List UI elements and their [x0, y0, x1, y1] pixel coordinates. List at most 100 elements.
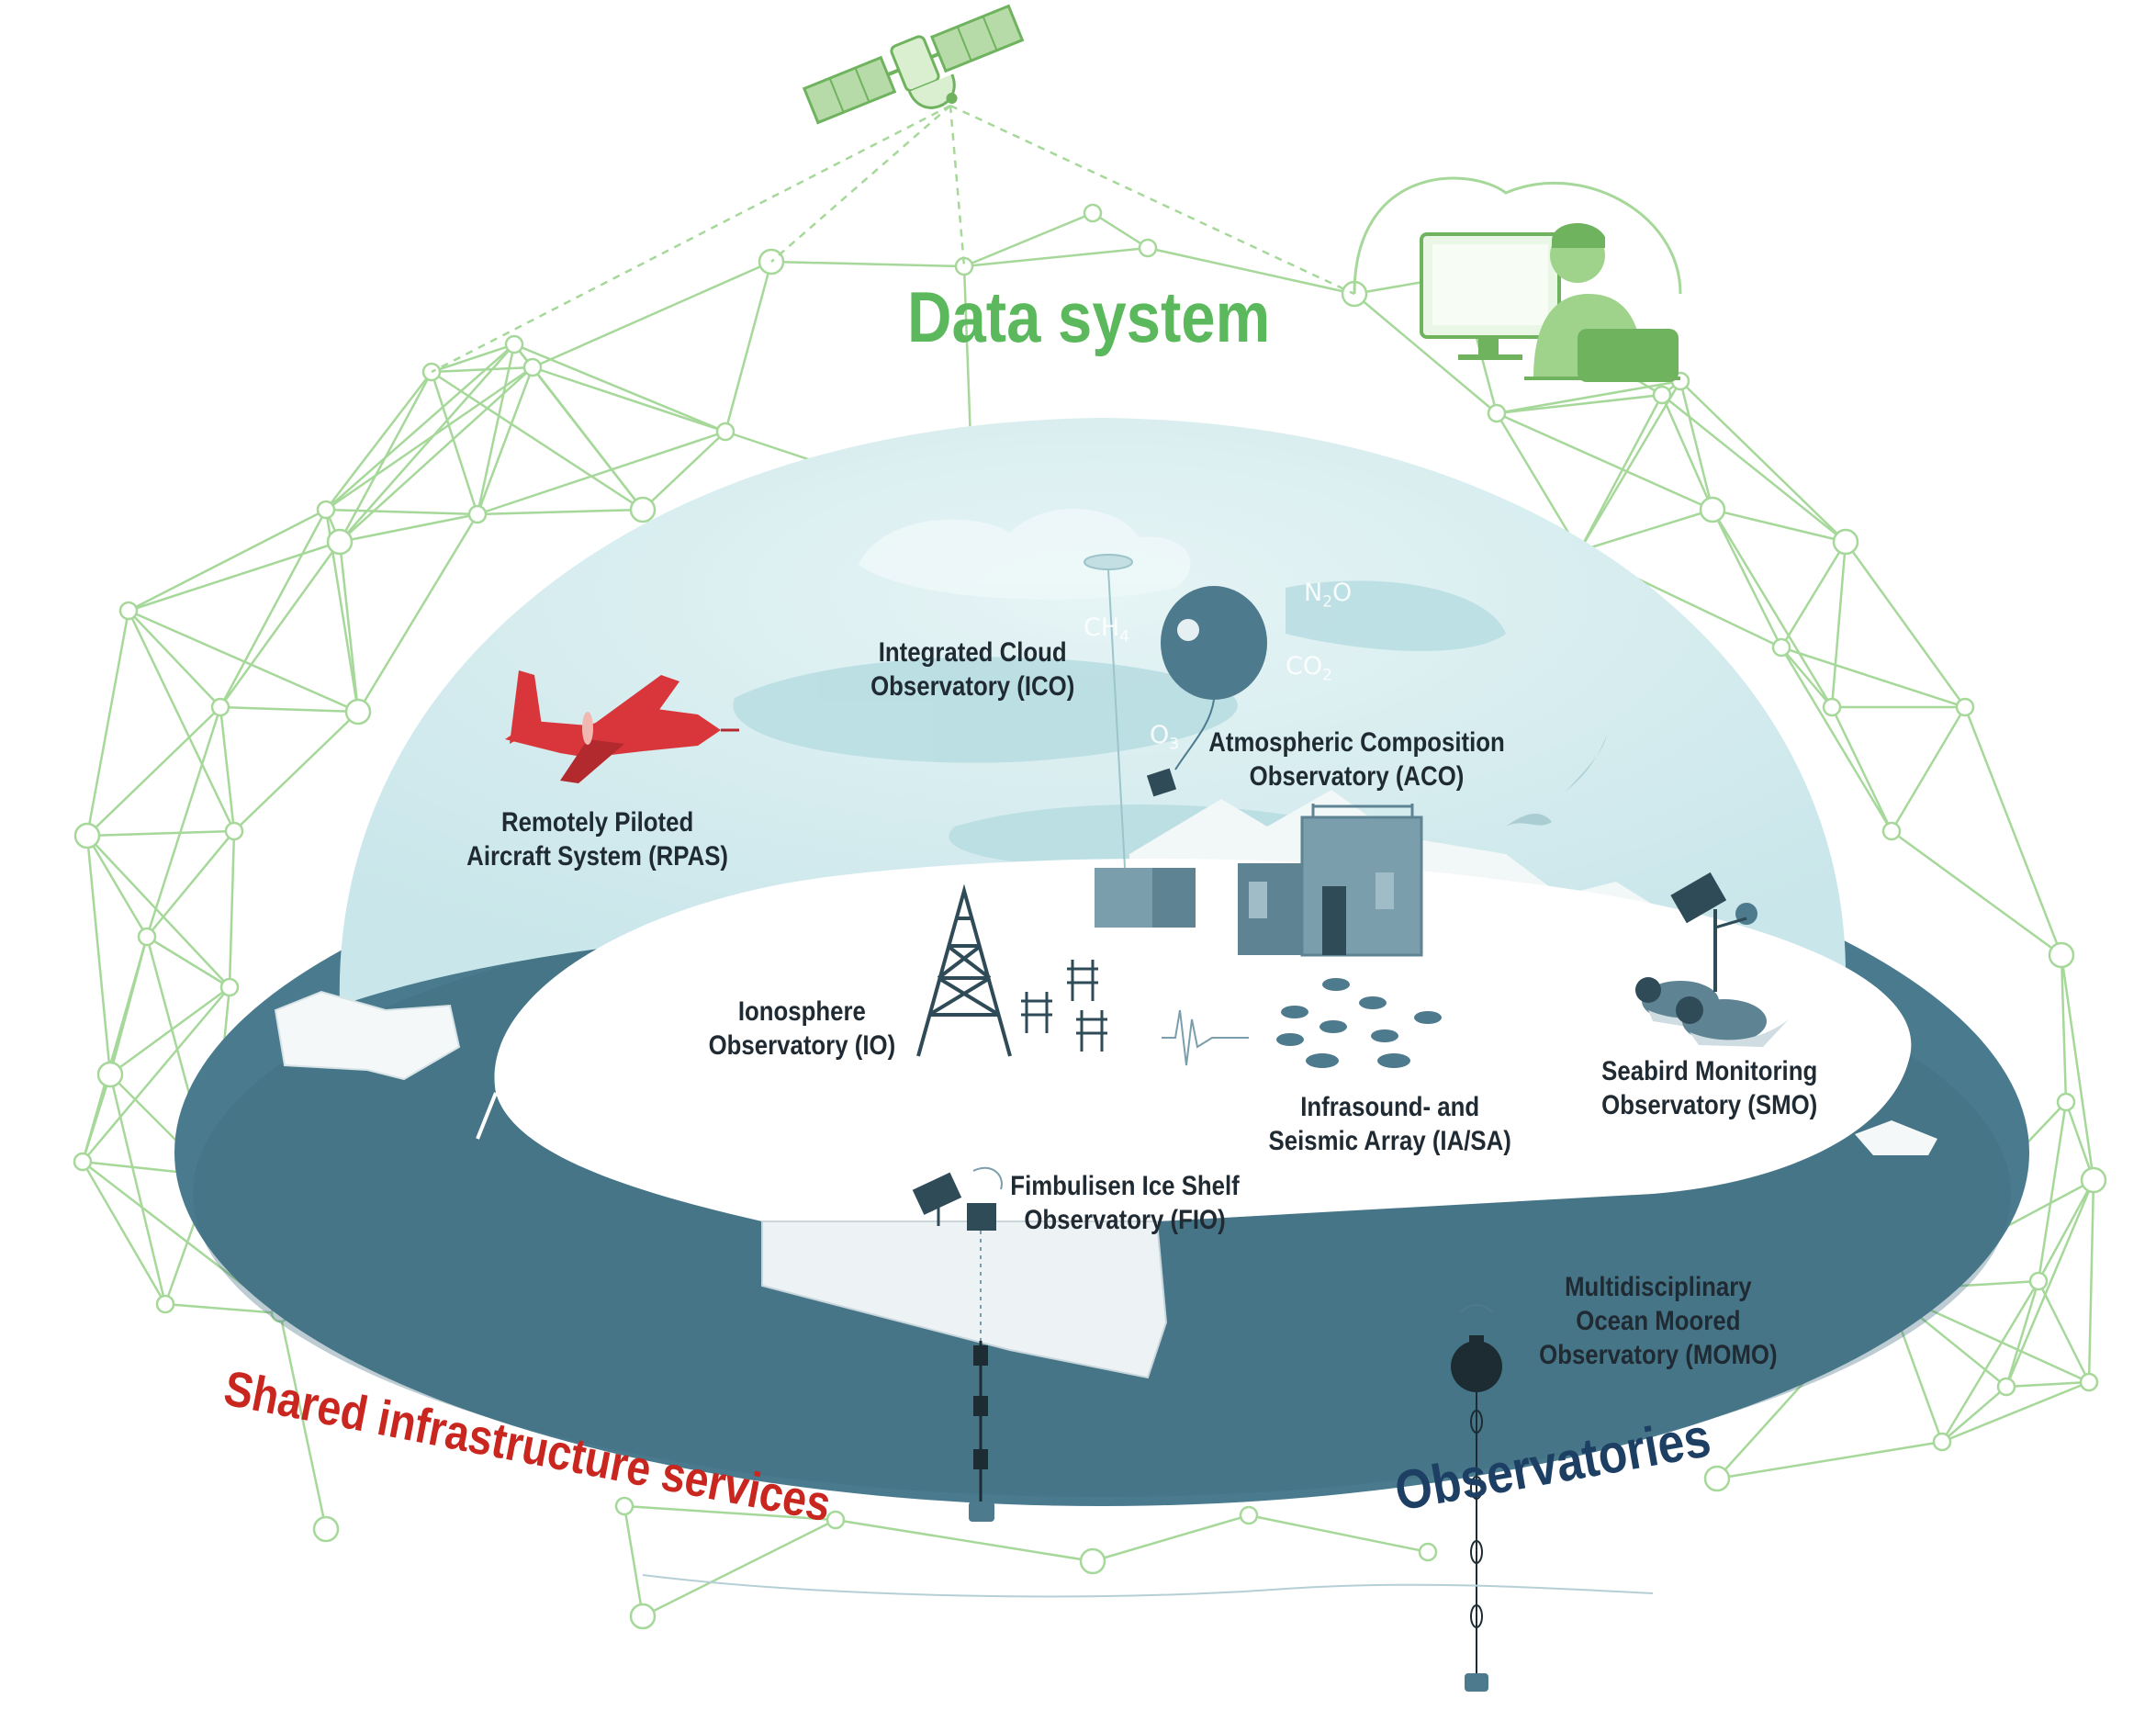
- label-aco-line2: Observatory (ACO): [1249, 761, 1465, 792]
- network-node: [326, 528, 354, 556]
- station-buildings: [1095, 804, 1423, 957]
- network-link: [145, 706, 222, 938]
- network-node: [522, 357, 543, 377]
- network-link: [431, 343, 515, 374]
- gas-ch4: CH4: [1084, 613, 1129, 646]
- network-node: [1083, 203, 1103, 223]
- label-ico-line2: Observatory (ICO): [870, 671, 1075, 702]
- network-node: [1996, 1377, 2016, 1397]
- network-link: [228, 830, 236, 988]
- label-smo-line1: Seabird Monitoring: [1601, 1056, 1818, 1086]
- seabed-line: [642, 1574, 1654, 1598]
- network-link: [81, 1161, 167, 1305]
- network-node: [1487, 403, 1507, 423]
- label-iasa: Infrasound- and Seismic Array (IA/SA): [1269, 1090, 1511, 1158]
- label-ico: Integrated Cloud Observatory (ICO): [870, 636, 1074, 703]
- label-momo-line1: Multidisciplinary: [1565, 1272, 1752, 1302]
- network-link: [532, 260, 772, 369]
- network-link: [1844, 541, 1967, 708]
- network-node: [210, 697, 230, 717]
- network-link: [1679, 380, 1847, 543]
- label-iasa-line1: Infrasound- and: [1300, 1092, 1480, 1122]
- network-node: [224, 821, 244, 841]
- network-node: [73, 822, 101, 849]
- network-link: [2037, 1179, 2095, 1282]
- radio-tower-icon: [916, 883, 1012, 1057]
- network-link: [146, 830, 235, 938]
- network-link: [770, 260, 965, 268]
- network-node: [1832, 528, 1859, 556]
- label-aco: Atmospheric Composition Observatory (ACO…: [1208, 726, 1505, 793]
- network-link: [86, 835, 230, 988]
- network-node: [219, 977, 240, 997]
- label-io-line1: Ionosphere: [737, 996, 866, 1027]
- network-link: [1660, 394, 1714, 511]
- seismic-array: [1162, 978, 1442, 1068]
- network-link: [1712, 508, 1847, 544]
- satellite-icon: [802, 4, 1025, 125]
- satellite-links: [431, 104, 1355, 374]
- network-link: [1780, 647, 1833, 708]
- network-link: [219, 705, 359, 714]
- network-link: [1679, 380, 1714, 511]
- network-node: [1418, 1542, 1438, 1562]
- network-link: [325, 343, 515, 511]
- network-node: [1932, 1432, 1952, 1452]
- network-link: [2005, 1380, 2090, 1389]
- network-link: [623, 1505, 645, 1617]
- label-rpas: Remotely Piloted Aircraft System (RPAS): [466, 805, 728, 873]
- network-link: [128, 508, 327, 613]
- label-ico-line1: Integrated Cloud: [878, 637, 1067, 668]
- network-link: [339, 343, 515, 543]
- ice-shelf-station: [912, 1166, 1003, 1341]
- cloud-radar-beam: [1084, 554, 1133, 570]
- network-link: [2060, 954, 2068, 1103]
- network-link: [233, 711, 359, 832]
- label-rpas-line1: Remotely Piloted: [500, 807, 694, 838]
- network-link: [1716, 1440, 1943, 1480]
- network-link: [2087, 1179, 2095, 1383]
- antenna-array: [1021, 960, 1107, 1052]
- label-momo: Multidisciplinary Ocean Moored Observato…: [1539, 1270, 1777, 1372]
- network-node: [344, 698, 372, 726]
- network-link: [86, 706, 221, 837]
- network-link: [477, 430, 726, 516]
- network-link: [476, 343, 516, 515]
- network-link: [532, 366, 726, 433]
- network-link: [1780, 646, 1966, 709]
- network-node: [1699, 496, 1726, 523]
- network-node: [1822, 697, 1842, 717]
- network-link: [2064, 1101, 2095, 1181]
- network-node: [96, 1061, 124, 1088]
- network-link: [1248, 1513, 1429, 1554]
- network-link: [2037, 1280, 2091, 1383]
- network-link: [1496, 379, 1681, 415]
- network-node: [1771, 637, 1791, 658]
- gas-n2o: N2O: [1304, 579, 1352, 611]
- network-link: [219, 509, 328, 708]
- gas-ch4-base: CH: [1084, 613, 1120, 642]
- network-link: [127, 610, 236, 832]
- network-node: [2056, 1092, 2076, 1112]
- network-link: [1578, 508, 1713, 553]
- network-link: [356, 513, 479, 713]
- network-link: [1496, 393, 1663, 415]
- network-link: [476, 366, 534, 515]
- network-link: [963, 246, 1149, 268]
- network-link: [1661, 394, 1847, 543]
- label-smo-line2: Observatory (SMO): [1601, 1090, 1818, 1120]
- network-link: [2037, 1101, 2068, 1282]
- network-link: [338, 541, 360, 713]
- network-link: [325, 371, 432, 511]
- network-link: [513, 343, 726, 433]
- label-momo-line3: Observatory (MOMO): [1539, 1340, 1778, 1370]
- network-link: [1891, 829, 2062, 957]
- mooring-buoy-icon: [969, 1304, 1502, 1692]
- label-fio-line1: Fimbulisen Ice Shelf: [1010, 1171, 1240, 1201]
- network-link: [2060, 954, 2095, 1181]
- gas-ch4-sub: 4: [1119, 627, 1129, 647]
- network-link: [1711, 509, 1834, 708]
- network-link: [835, 1518, 1094, 1563]
- data-system-heading: Data system: [907, 276, 1271, 357]
- network-link: [128, 610, 221, 708]
